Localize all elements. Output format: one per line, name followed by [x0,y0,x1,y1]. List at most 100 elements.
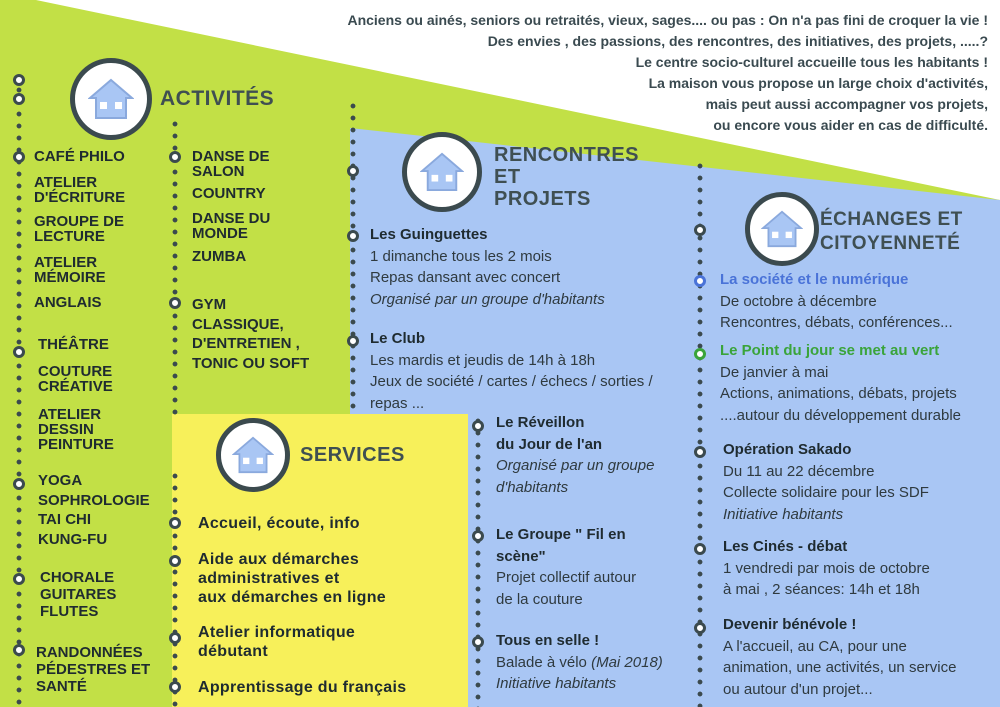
echanges-title-line: CITOYENNETÉ [820,233,961,254]
club-line: Les mardis et jeudis de 14h à 18h [370,351,596,369]
house-icon [402,132,482,212]
timeline-node [13,573,25,585]
timeline-node [347,335,359,347]
timeline-node [694,348,706,360]
activity-item: RANDONNÉES PÉDESTRES ET SANTÉ [36,644,151,695]
club-block: Le Club Les mardis et jeudis de 14h à 18… [370,328,653,414]
fil-block: Le Groupe " Fil en scène" Projet collect… [496,524,636,610]
service-item: Accueil, écoute, info [198,515,360,532]
activity-item: THÉÂTRE [38,336,109,353]
intro-line: mais peut aussi accompagner vos projets, [705,96,988,112]
timeline-node [169,632,181,644]
cines-line: 1 vendredi par mois de octobre [723,559,930,577]
timeline-node [13,346,25,358]
service-item: Aide aux démarches administratives et au… [198,551,387,606]
sakado-line: Initiative habitants [723,505,844,523]
activity-item: GROUPE DE LECTURE [34,213,125,245]
activity-item: ATELIER D'ÉCRITURE [34,174,126,206]
guinguettes-line: Organisé par un groupe d'habitants [370,290,605,308]
timeline-node [13,74,25,86]
guinguettes-line: 1 dimanche tous les 2 mois [370,247,552,265]
rencontres-title-line: RENCONTRES [494,144,640,166]
numerique-title: La société et le numérique [720,271,909,288]
benevole-line: A l'accueil, au CA, pour une [723,637,907,655]
numerique-block: La société et le numérique De octobre à … [720,269,953,334]
timeline-activites-2 [172,118,178,418]
services-title: SERVICES [300,444,405,466]
sakado-line: Collecte solidaire pour les SDF [723,484,929,501]
numerique-line: De octobre à décembre [720,292,877,310]
benevole-block: Devenir bénévole ! A l'accueil, au CA, p… [723,614,956,700]
timeline-node [169,555,181,567]
intro-line: Le centre socio-culturel accueille tous … [635,54,988,70]
fil-line: Projet collectif autour [496,569,637,586]
intro-line: ou encore vous aider en cas de difficult… [713,117,988,133]
cines-title: Les Cinés - débat [723,538,848,555]
vert-title: Le Point du jour se met au vert [720,342,940,359]
activity-item: CAFÉ PHILO [34,148,125,165]
activity-item: COUNTRY [192,185,266,202]
intro-line: Anciens ou ainés, seniors ou retraités, … [347,12,988,28]
fil-line: de la couture [496,590,583,608]
timeline-node [169,681,181,693]
rencontres-title-line: ET [494,166,521,188]
timeline-services [172,470,178,707]
timeline-echanges [697,160,703,707]
guinguettes-title: Les Guinguettes [370,226,488,243]
sakado-block: Opération Sakado Du 11 au 22 décembre Co… [723,439,929,525]
timeline-node [13,478,25,490]
reveillon-line: Organisé par un groupe [496,457,655,474]
timeline-rencontres [350,100,356,410]
benevole-title: Devenir bénévole ! [723,616,857,633]
service-item: Atelier informatique débutant [198,624,356,660]
benevole-line: animation, une activités, un service [723,659,957,676]
selle-line: Balade à vélo [496,653,592,671]
activity-item: ATELIER DESSIN PEINTURE [38,406,114,453]
fil-title: scène" [496,547,546,565]
timeline-node [694,275,706,287]
guinguettes-block: Les Guinguettes 1 dimanche tous les 2 mo… [370,224,605,310]
rencontres-title-line: PROJETS [494,188,591,210]
activites-title: ACTIVITÉS [160,87,275,110]
house-icon [745,192,819,266]
activity-item: ANGLAIS [34,294,102,311]
vert-line: De janvier à mai [720,363,829,381]
activity-item: CHORALE GUITARES FLUTES [40,569,117,620]
selle-line: Initiative habitants [496,675,617,692]
timeline-node [13,151,25,163]
club-title: Le Club [370,330,425,347]
timeline-node [694,446,706,458]
selle-date: (Mai 2018) [591,653,663,671]
timeline-node [694,622,706,634]
activity-item: DANSE DE SALON [192,148,270,180]
activity-item: DANSE DU MONDE [192,210,271,242]
activity-item: ZUMBA [192,248,247,265]
intro-text: Anciens ou ainés, seniors ou retraités, … [228,10,988,136]
cines-line: à mai , 2 séances: 14h et 18h [723,581,920,598]
echanges-title-line: ÉCHANGES ET [820,209,963,230]
house-icon [70,58,152,140]
timeline-node [472,530,484,542]
cines-block: Les Cinés - débat 1 vendredi par mois de… [723,536,930,601]
service-item: Apprentissage du français [198,679,407,696]
fil-title: Le Groupe " Fil en [496,526,626,543]
activity-item: COUTURE CRÉATIVE [38,363,113,395]
benevole-line: ou autour d'un projet... [723,680,873,698]
numerique-line: Rencontres, débats, conférences... [720,314,953,331]
guinguettes-line: Repas dansant avec concert [370,269,561,286]
activity-item: GYM CLASSIQUE, D'ENTRETIEN , TONIC OU SO… [192,296,310,372]
reveillon-title: Le Réveillon [496,414,585,431]
timeline-activites-1 [16,72,22,707]
timeline-node [347,230,359,242]
reveillon-block: Le Réveillon du Jour de l'an Organisé pa… [496,412,654,498]
timeline-rencontres-2 [475,415,481,707]
sakado-title: Opération Sakado [723,441,852,458]
timeline-node [347,165,359,177]
timeline-node [169,151,181,163]
timeline-node [13,93,25,105]
house-icon [216,418,290,492]
vert-block: Le Point du jour se met au vert De janvi… [720,340,961,426]
vert-line: Actions, animations, débats, projets [720,385,957,402]
blue-lower-zone [468,414,1000,707]
